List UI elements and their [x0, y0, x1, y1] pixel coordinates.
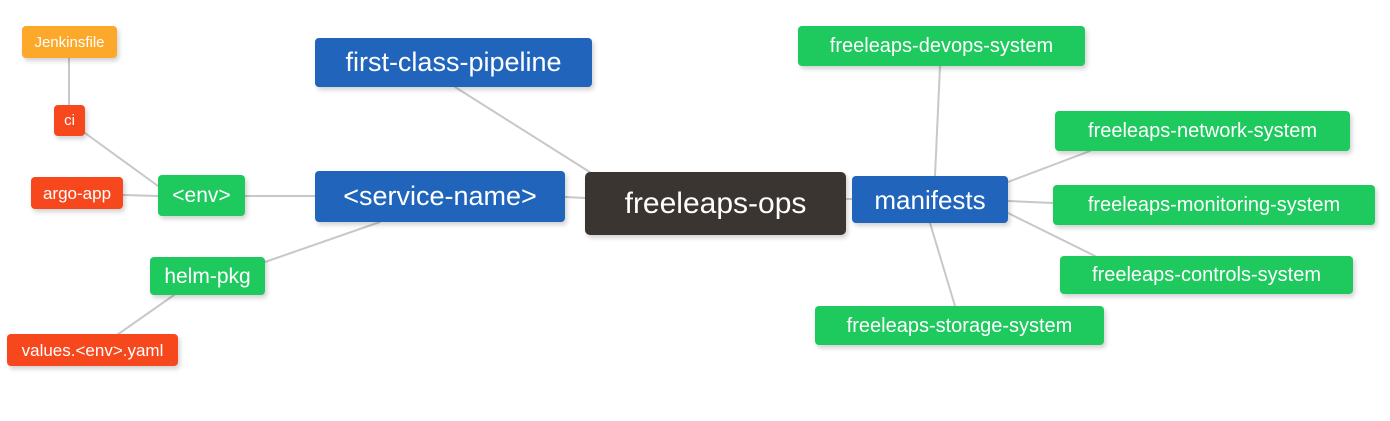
node-label: values.<env>.yaml — [21, 340, 164, 360]
node-label: freeleaps-ops — [624, 186, 807, 220]
mindmap-node-controls-system[interactable]: freeleaps-controls-system — [1060, 256, 1353, 294]
node-label: freeleaps-storage-system — [846, 314, 1073, 337]
edge-manifests-controls — [1007, 212, 1096, 257]
node-label: <service-name> — [343, 181, 537, 211]
mindmap-node-devops-system[interactable]: freeleaps-devops-system — [798, 26, 1085, 66]
mindmap-node-values-yaml[interactable]: values.<env>.yaml — [7, 334, 178, 366]
edge-root-first-class — [454, 86, 597, 177]
mindmap-node-argo-app[interactable]: argo-app — [31, 177, 123, 209]
node-label: freeleaps-controls-system — [1092, 264, 1321, 286]
node-label: <env> — [172, 184, 231, 207]
mindmap-node-manifests[interactable]: manifests — [852, 176, 1008, 223]
edge-service-helm — [264, 221, 381, 263]
node-label: ci — [64, 112, 75, 129]
edge-helm-values — [116, 294, 175, 336]
mindmap-node-env[interactable]: <env> — [158, 175, 245, 216]
edge-manifests-devops — [934, 65, 941, 177]
mindmap-node-first-class-pipeline[interactable]: first-class-pipeline — [315, 38, 592, 87]
node-label: Jenkinsfile — [34, 33, 105, 51]
edge-manifests-storage — [929, 222, 956, 307]
node-label: helm-pkg — [164, 264, 251, 288]
edge-manifests-monitoring — [1007, 200, 1054, 204]
mindmap-node-jenkinsfile[interactable]: Jenkinsfile — [22, 26, 117, 58]
node-label: argo-app — [42, 183, 112, 203]
mindmap-node-monitoring-system[interactable]: freeleaps-monitoring-system — [1053, 185, 1375, 225]
node-label: freeleaps-monitoring-system — [1087, 194, 1341, 216]
node-label: first-class-pipeline — [345, 47, 562, 77]
node-label: manifests — [874, 184, 986, 215]
mindmap-node-service-name[interactable]: <service-name> — [315, 171, 565, 222]
mindmap-node-helm-pkg[interactable]: helm-pkg — [150, 257, 265, 295]
mindmap-node-root[interactable]: freeleaps-ops — [585, 172, 846, 235]
mindmap-node-storage-system[interactable]: freeleaps-storage-system — [815, 306, 1104, 345]
edge-manifests-network — [1007, 150, 1091, 183]
node-label: freeleaps-devops-system — [829, 35, 1054, 57]
edge-env-ci — [84, 132, 159, 187]
edge-root-service-name — [564, 196, 586, 199]
edge-env-argo — [122, 194, 159, 197]
node-label: freeleaps-network-system — [1088, 120, 1317, 142]
mindmap-node-network-system[interactable]: freeleaps-network-system — [1055, 111, 1350, 151]
mindmap-node-ci[interactable]: ci — [54, 105, 85, 136]
